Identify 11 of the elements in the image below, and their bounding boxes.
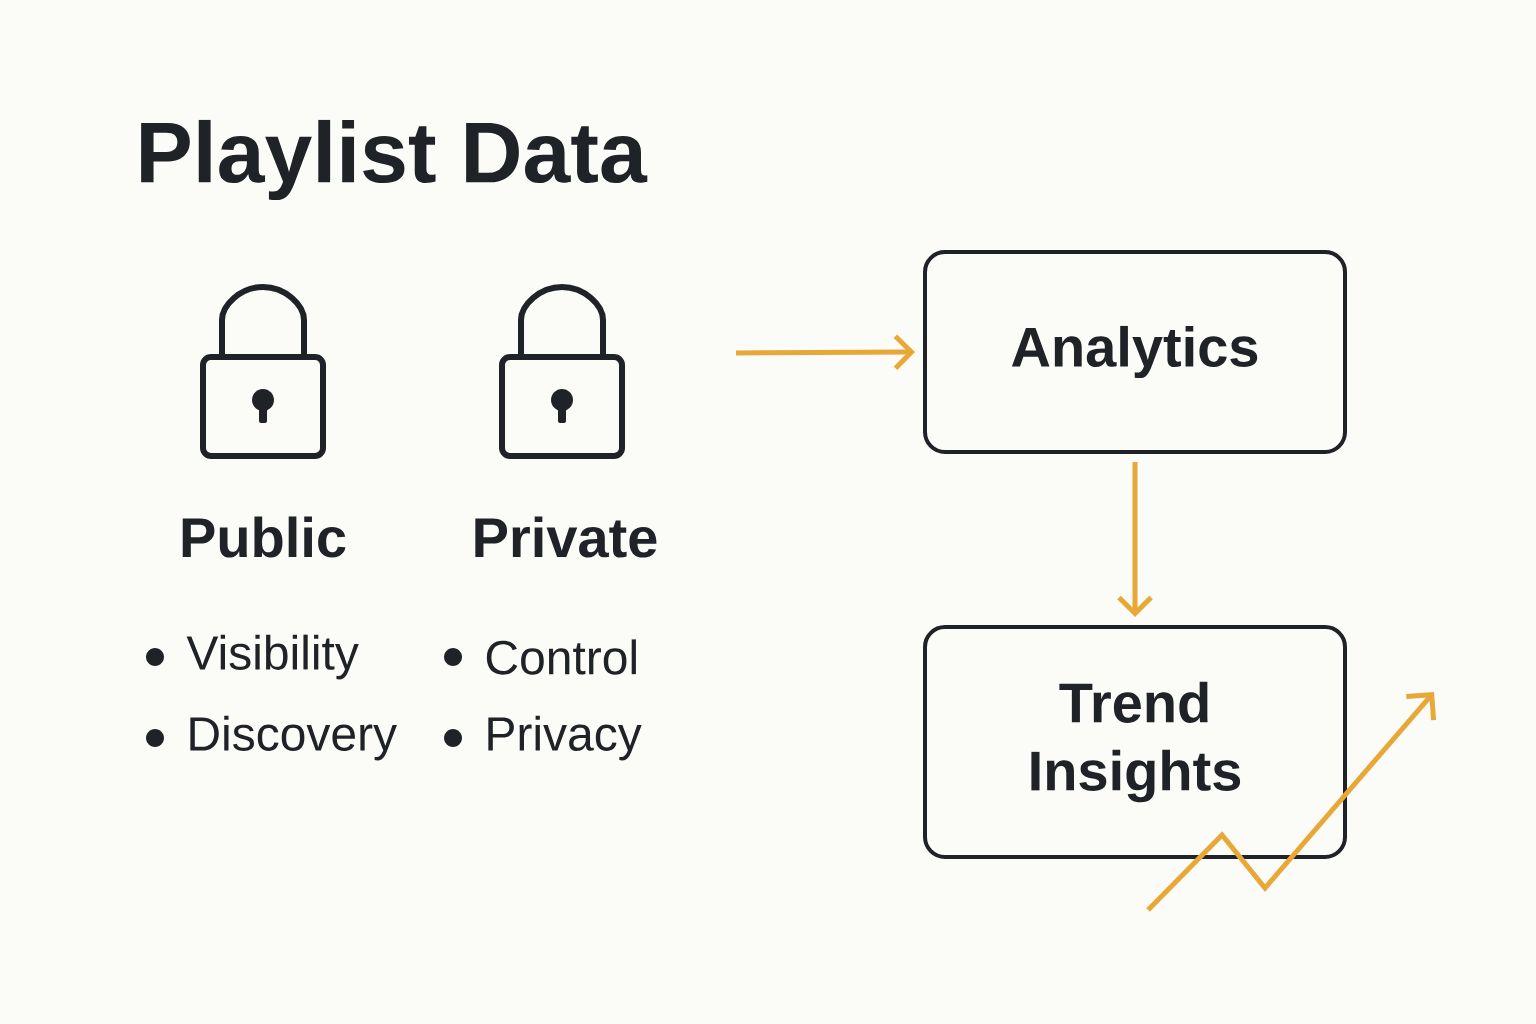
process-box: Trend Insights bbox=[923, 625, 1347, 859]
option-heading: Public bbox=[182, 516, 346, 558]
arrow bbox=[1117, 462, 1153, 617]
bullet-item: Privacy bbox=[444, 715, 642, 761]
option-heading: Private bbox=[475, 516, 657, 558]
process-box: Analytics bbox=[923, 250, 1347, 454]
bullet-item: Control bbox=[444, 639, 636, 675]
bullet-item: Discovery bbox=[146, 715, 397, 761]
title: Playlist Data bbox=[141, 119, 648, 201]
arrow bbox=[736, 334, 915, 370]
bullet-item: Visibility bbox=[146, 634, 359, 680]
